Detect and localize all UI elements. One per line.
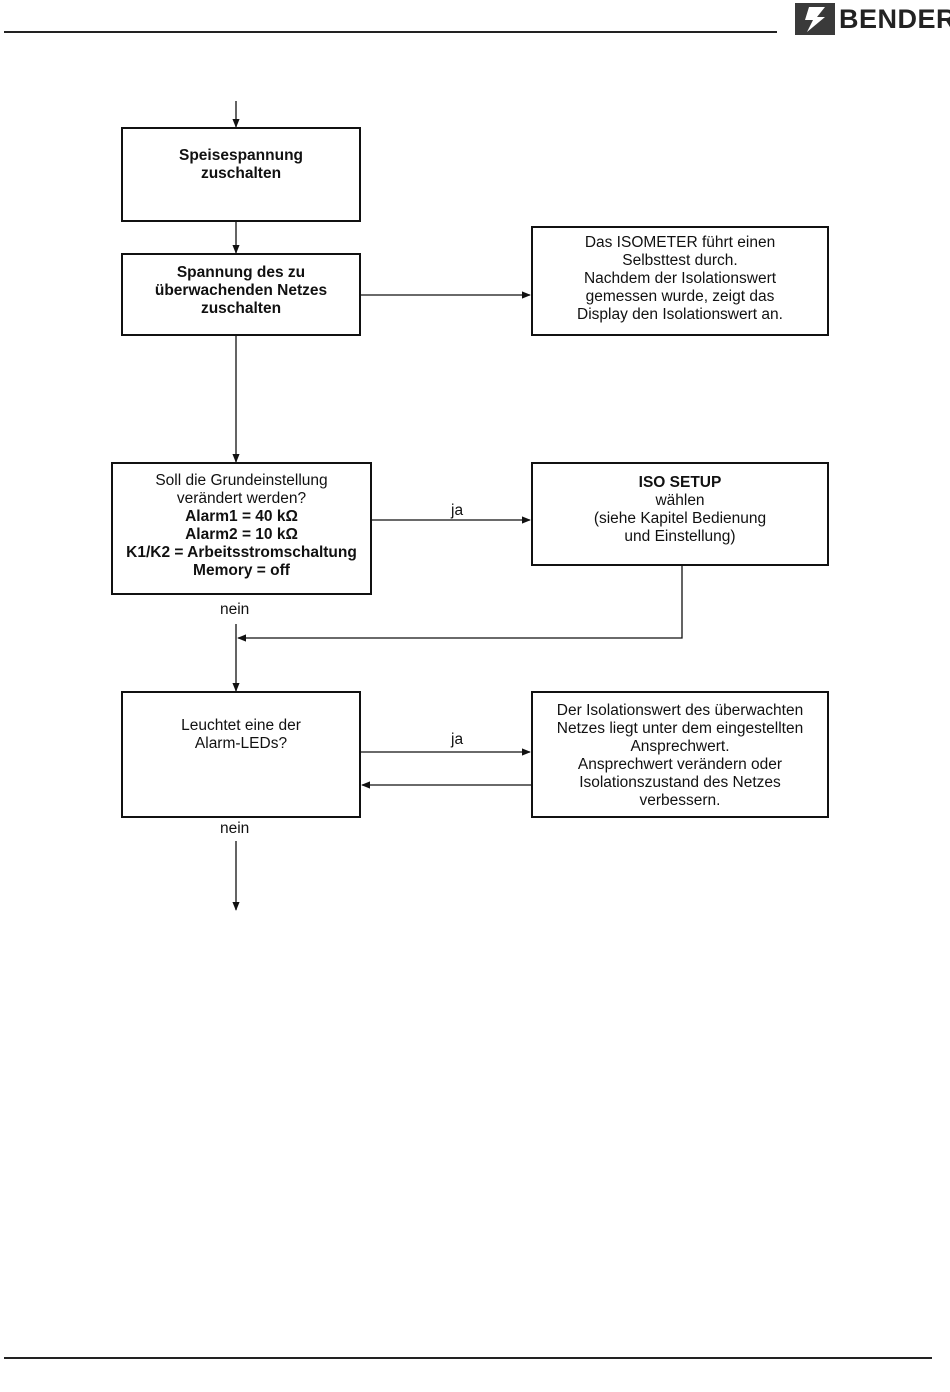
bender-lightning-icon xyxy=(795,3,835,35)
box3-line2: Selbsttest durch. xyxy=(622,252,738,269)
flow-box-network-voltage: Spannung des zu überwachenden Netzes zus… xyxy=(121,253,361,336)
box7-line4: Ansprechwert verändern oder xyxy=(577,756,783,773)
flow-box-insulation-value-low: Der Isolationswert des überwachten Netze… xyxy=(531,691,829,818)
box5-line2: wählen xyxy=(655,492,705,509)
box7-line5: Isolationszustand des Netzes xyxy=(579,774,781,791)
box3-line5: Display den Isolationswert an. xyxy=(577,306,783,323)
box3-line1: Das ISOMETER führt einen xyxy=(584,234,776,251)
box1-line2: zuschalten xyxy=(200,165,282,182)
box7-line2: Netzes liegt unter dem eingestellten xyxy=(556,720,804,737)
box2-line3: zuschalten xyxy=(200,300,282,317)
label-ja-1: ja xyxy=(451,502,464,519)
box7-line3: Ansprechwert. xyxy=(630,738,730,755)
flow-box-iso-setup: ISO SETUP wählen (siehe Kapitel Bedienun… xyxy=(531,462,829,566)
box4-line1: Soll die Grundeinstellung xyxy=(155,472,328,489)
label-nein-1: nein xyxy=(220,601,250,618)
box4-line3: Alarm1 = 40 kΩ xyxy=(185,508,298,525)
label-ja-2: ja xyxy=(451,731,464,748)
box4-line2: verändert werden? xyxy=(176,490,307,507)
box7-line6: verbessern. xyxy=(639,792,721,809)
box4-line6: Memory = off xyxy=(193,562,290,579)
box5-line4: und Einstellung) xyxy=(624,528,736,545)
box4-line4: Alarm2 = 10 kΩ xyxy=(185,526,298,543)
bender-logo: BENDER xyxy=(795,2,950,36)
box2-line2: überwachenden Netzes xyxy=(154,282,328,299)
footer-rule xyxy=(4,1357,932,1359)
flow-box-supply-voltage: Speisespannung zuschalten xyxy=(121,127,361,222)
box2-line1: Spannung des zu xyxy=(176,264,306,281)
flow-box-default-settings-question: Soll die Grundeinstellung verändert werd… xyxy=(111,462,372,595)
arrow-box5-return xyxy=(237,566,683,642)
flow-box-selftest: Das ISOMETER führt einen Selbsttest durc… xyxy=(531,226,829,336)
box6-line2: Alarm-LEDs? xyxy=(194,735,288,752)
label-nein-2: nein xyxy=(220,820,250,837)
box6-line1: Leuchtet eine der xyxy=(181,717,301,734)
logo-text: BENDER xyxy=(839,3,950,34)
flow-box-alarm-led-question: Leuchtet eine der Alarm-LEDs? xyxy=(121,691,361,818)
box7-line1: Der Isolationswert des überwachten xyxy=(556,702,804,719)
box1-line1: Speisespannung xyxy=(178,147,304,164)
box5-line1: ISO SETUP xyxy=(638,474,722,491)
header-rule xyxy=(4,31,777,33)
box3-line4: gemessen wurde, zeigt das xyxy=(585,288,775,305)
box5-line3: (siehe Kapitel Bedienung xyxy=(593,510,767,527)
box4-line5: K1/K2 = Arbeitsstromschaltung xyxy=(126,544,357,561)
box3-line3: Nachdem der Isolationswert xyxy=(583,270,777,287)
